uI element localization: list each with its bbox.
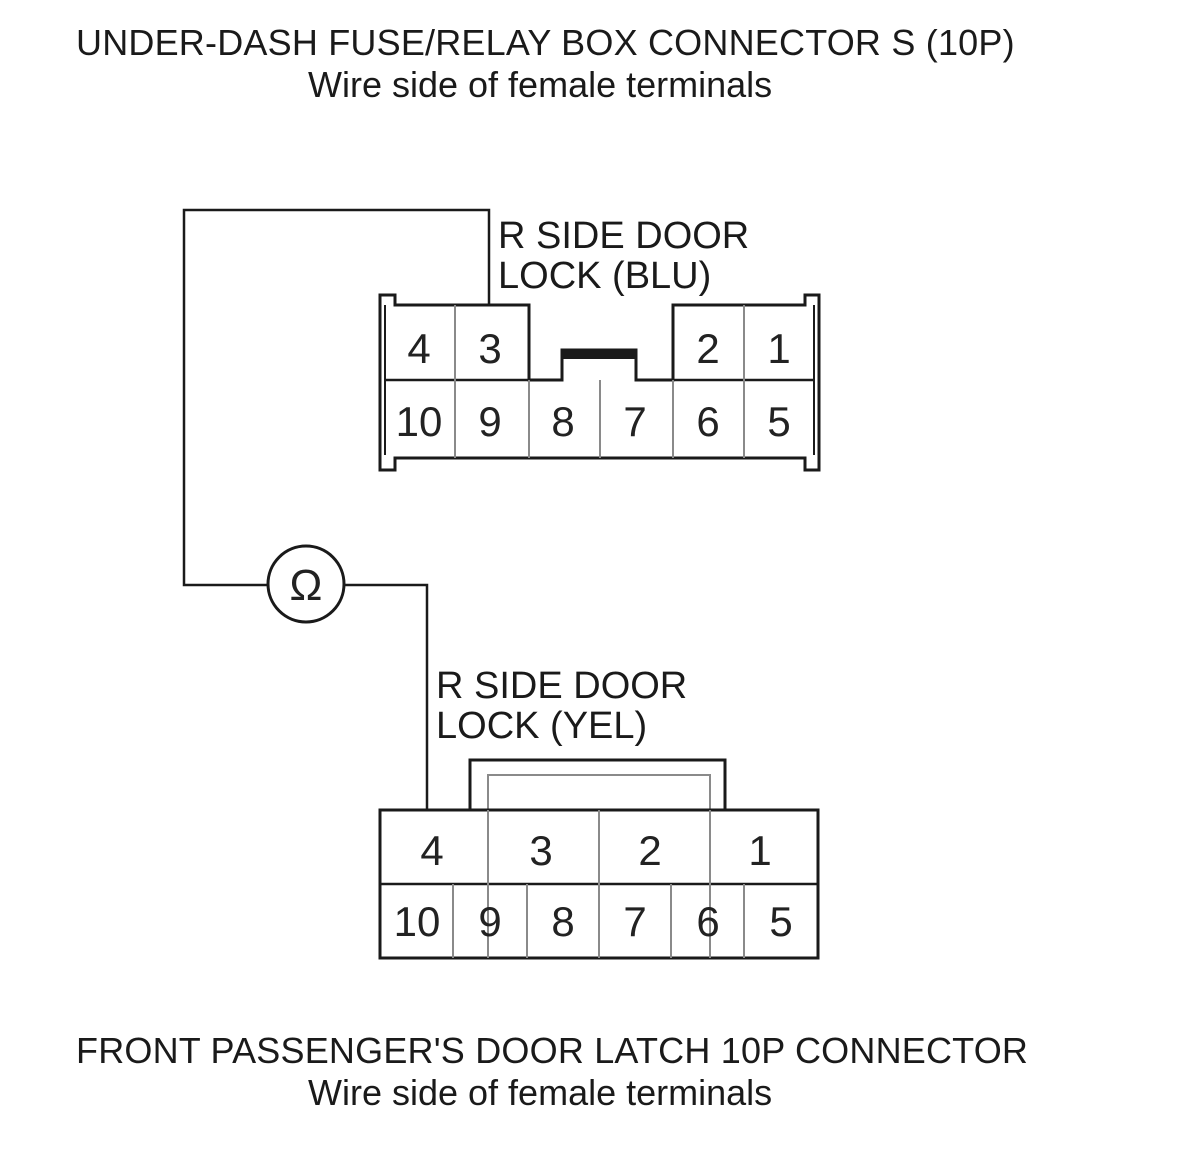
wire-blu — [182, 208, 491, 587]
wire-yel — [344, 583, 429, 810]
ohm-symbol: Ω — [290, 561, 323, 610]
bottom-wire-label-line1: R SIDE DOOR — [436, 665, 688, 707]
bottom-pin-1: 1 — [748, 827, 771, 874]
bottom-pin-7: 7 — [623, 898, 646, 945]
bottom-pin-8: 8 — [551, 898, 574, 945]
bottom-pin-3: 3 — [529, 827, 552, 874]
top-connector-housing — [378, 293, 821, 472]
bottom-pin-5: 5 — [769, 898, 792, 945]
top-wire-label-line2: LOCK (BLU) — [498, 255, 712, 297]
bottom-connector-lock-tab — [468, 758, 727, 810]
bottom-pin-2: 2 — [638, 827, 661, 874]
bottom-connector-subtitle: Wire side of female terminals — [308, 1072, 773, 1113]
bottom-pin-6: 6 — [696, 898, 719, 945]
bottom-wire-label-line2: LOCK (YEL) — [436, 705, 648, 747]
top-pin-7: 7 — [623, 398, 646, 445]
top-pin-4: 4 — [407, 325, 430, 372]
ohmmeter-circle — [266, 544, 346, 624]
top-pin-5: 5 — [767, 398, 790, 445]
top-pin-10: 10 — [396, 398, 443, 445]
top-connector-key — [562, 350, 636, 359]
top-pin-8: 8 — [551, 398, 574, 445]
top-pin-2: 2 — [696, 325, 719, 372]
bottom-connector: 4 3 2 1 10 9 8 7 6 5 — [378, 758, 820, 960]
top-connector-subtitle: Wire side of female terminals — [308, 64, 773, 105]
top-pin-1: 1 — [767, 325, 790, 372]
bottom-connector-title: FRONT PASSENGER'S DOOR LATCH 10P CONNECT… — [76, 1030, 1029, 1071]
top-wire-label-line1: R SIDE DOOR — [498, 215, 750, 257]
top-pin-3: 3 — [478, 325, 501, 372]
bottom-pin-4: 4 — [420, 827, 443, 874]
bottom-pin-9: 9 — [478, 898, 501, 945]
top-pin-9: 9 — [478, 398, 501, 445]
top-connector: 4 3 2 1 10 9 8 7 6 5 — [378, 293, 821, 472]
top-connector-title: UNDER-DASH FUSE/RELAY BOX CONNECTOR S (1… — [76, 22, 1015, 63]
top-pin-6: 6 — [696, 398, 719, 445]
ohmmeter: Ω — [266, 544, 346, 624]
bottom-pin-10: 10 — [394, 898, 441, 945]
